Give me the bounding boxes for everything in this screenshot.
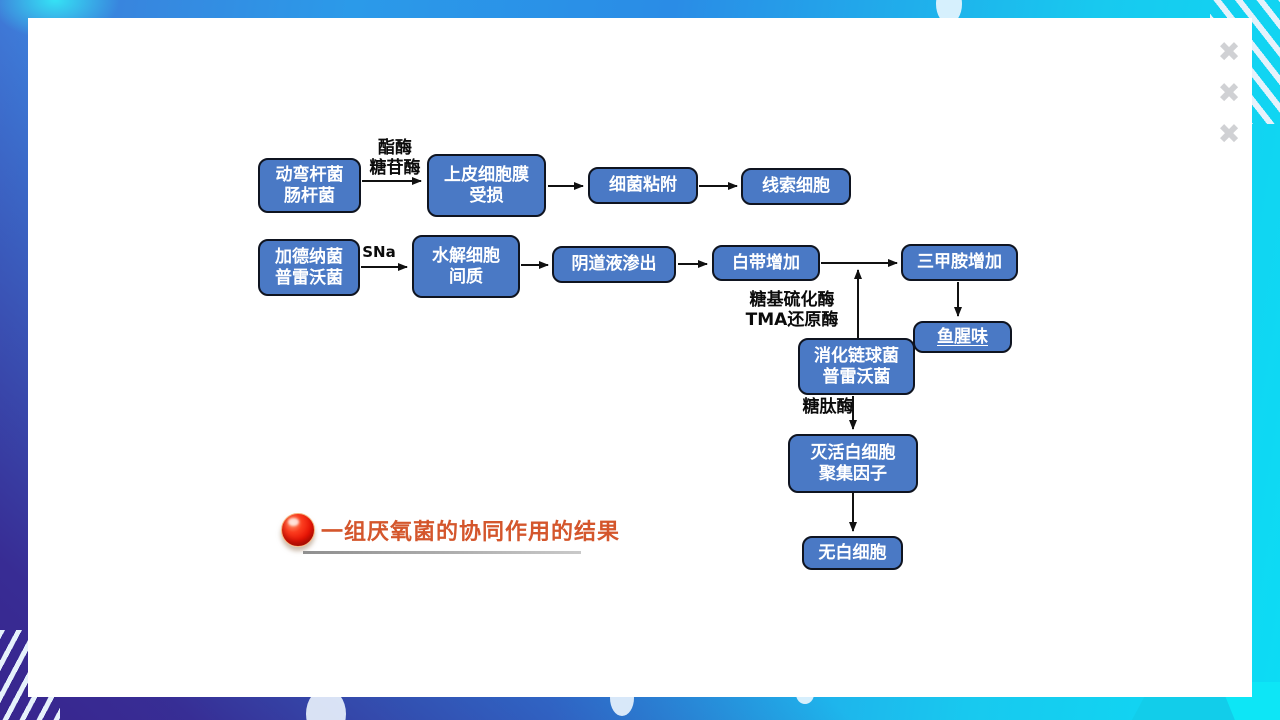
label-esterase-glycosidase: 酯酶 糖苷酶 [369, 138, 421, 179]
label-sna: SNa [362, 243, 396, 261]
flow-box-motile-curved-rods: 动弯杆菌 肠杆菌 [258, 158, 361, 213]
dismiss-x-icon[interactable]: ✖ [1217, 78, 1241, 109]
red-bullet-icon [281, 513, 315, 547]
flow-box-vaginal-fluid-exudation: 阴道液渗出 [552, 246, 676, 283]
flow-box-peptostreptococcus-prevotella: 消化链球菌 普雷沃菌 [798, 338, 915, 395]
flow-box-leucorrhea-increase: 白带增加 [712, 245, 820, 281]
flow-box-fishy-odor: 鱼腥味 [913, 321, 1012, 353]
note-underline [303, 551, 581, 554]
label-glycopeptidase: 糖肽酶 [802, 397, 854, 417]
flow-box-clue-cells: 线索细胞 [741, 168, 851, 205]
label-glycosyl-sulfatase-tma-reductase: 糖基硫化酶 TMA还原酶 [745, 290, 839, 331]
flow-box-no-white-cells: 无白细胞 [802, 536, 903, 570]
flow-box-inactivate-wbc-aggregation-factor: 灭活白细胞 聚集因子 [788, 434, 918, 493]
dismiss-icon-column: ✖ ✖ ✖ [1214, 37, 1244, 150]
dismiss-x-icon[interactable]: ✖ [1217, 37, 1241, 68]
flow-box-gardnerella-prevotella: 加德纳菌 普雷沃菌 [258, 239, 360, 296]
flow-box-hydrolyze-cell-matrix: 水解细胞 间质 [412, 235, 520, 298]
flow-box-trimethylamine-increase: 三甲胺增加 [901, 244, 1018, 281]
flow-box-bacterial-adhesion: 细菌粘附 [588, 167, 698, 204]
dismiss-x-icon[interactable]: ✖ [1217, 119, 1241, 150]
slide-content-panel [28, 18, 1252, 697]
flow-box-epithelial-membrane-damage: 上皮细胞膜 受损 [427, 154, 546, 217]
note-anaerobic-synergy: 一组厌氧菌的协同作用的结果 [321, 520, 621, 545]
